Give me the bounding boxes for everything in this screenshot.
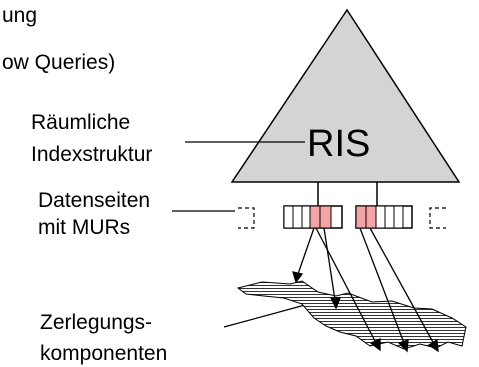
mur-cell	[375, 205, 386, 229]
parts-leader-line	[223, 304, 306, 328]
index-structure-label-line1: Räumliche	[31, 111, 131, 134]
index-structure-label-line2: Indexstruktur	[31, 143, 153, 166]
data-pages-label-line1: Datenseiten	[38, 189, 151, 212]
mur-cell	[292, 205, 303, 229]
mur-cell-highlighted	[309, 205, 321, 229]
mur-cell	[283, 205, 294, 229]
mur-cell	[393, 205, 404, 229]
data-pages-label-line2: mit MURs	[38, 216, 131, 239]
mur-cell-highlighted	[365, 205, 377, 229]
components-label-line2: komponenten	[40, 342, 168, 365]
mur-cell-highlighted	[319, 205, 332, 229]
mur-cell	[384, 205, 395, 229]
dashed-page-left	[238, 207, 255, 229]
data-page-right	[355, 205, 413, 229]
header-line1-fragment: ung	[2, 4, 38, 27]
data-page-left	[283, 205, 343, 229]
dashed-page-right	[429, 207, 446, 229]
components-label-line1: Zerlegungs-	[40, 311, 153, 334]
decomposition-components-shape	[236, 280, 467, 350]
ris-label: RIS	[307, 123, 371, 165]
index-tree-triangle	[230, 8, 461, 183]
header-line2-fragment: ow Queries)	[2, 51, 116, 74]
mur-cell-highlighted	[355, 205, 367, 229]
mur-arrows	[292, 227, 439, 353]
mur-cell	[301, 205, 311, 229]
